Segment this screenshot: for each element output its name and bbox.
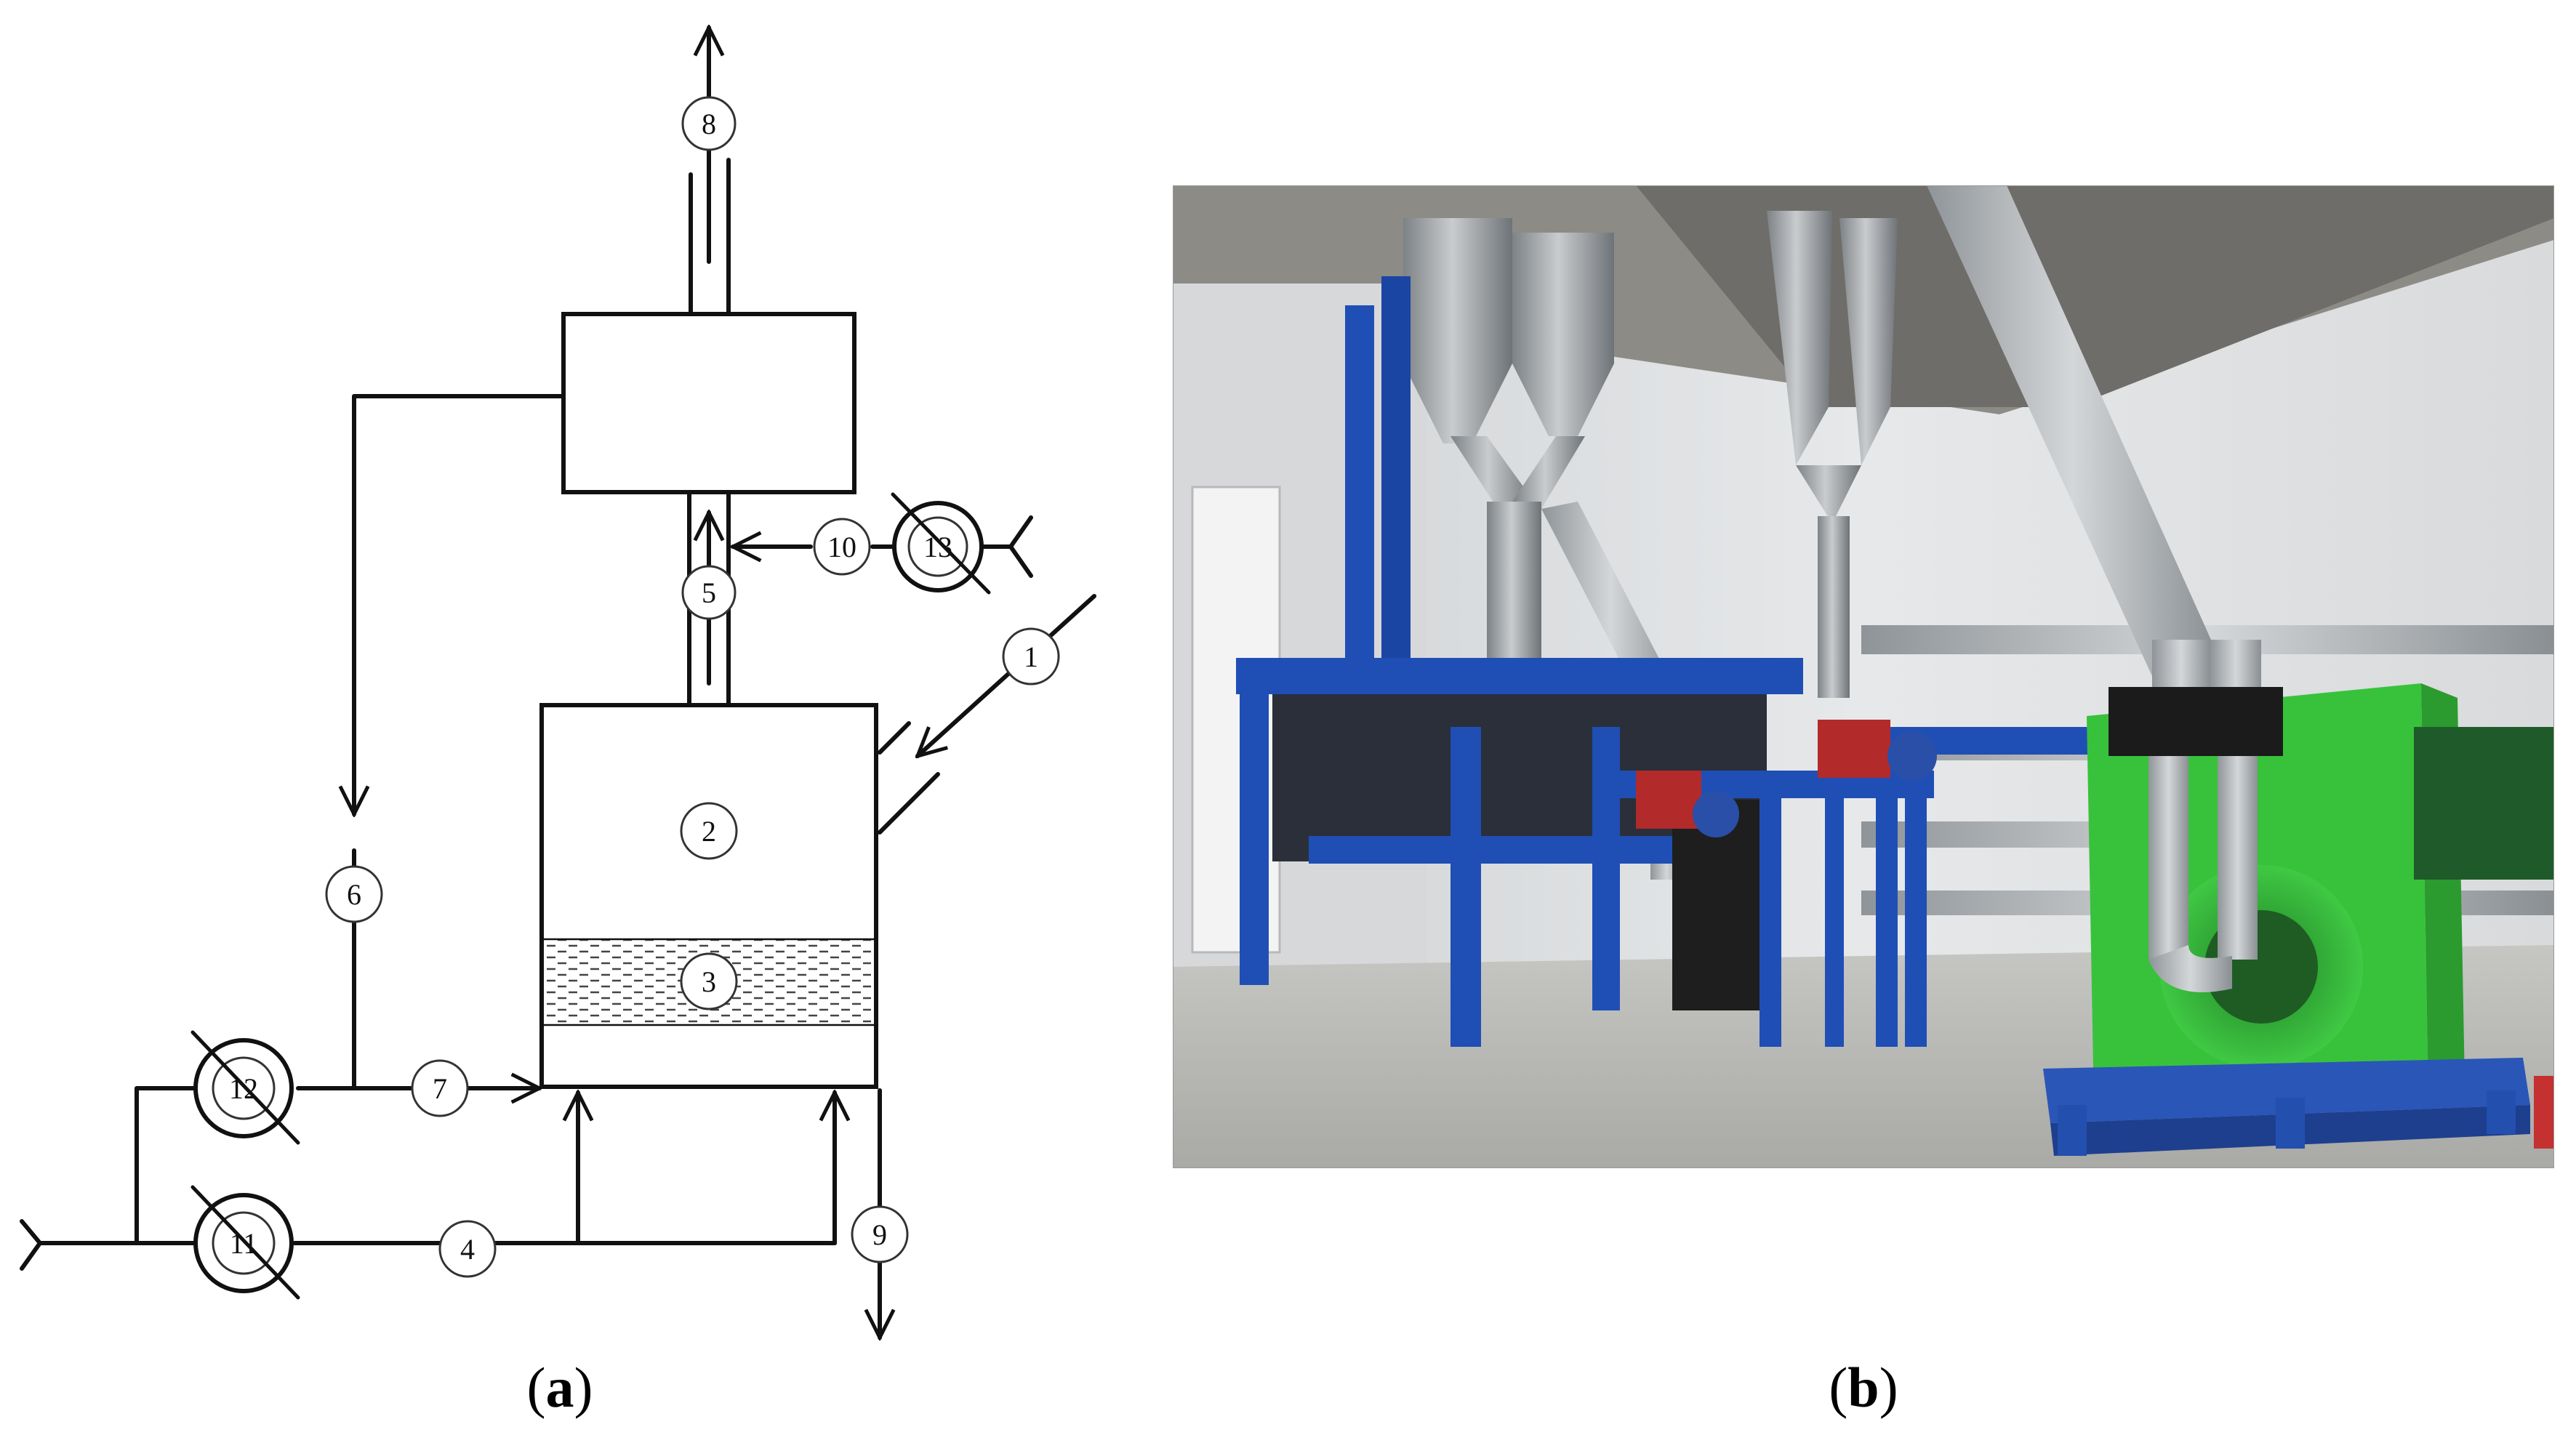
svg-text:2: 2 [702, 815, 716, 848]
label-12: 12 [229, 1072, 258, 1105]
svg-text:8: 8 [702, 108, 716, 140]
label-10: 10 [813, 518, 871, 576]
label-9: 9 [851, 1205, 909, 1263]
svg-text:7: 7 [433, 1072, 447, 1105]
blower-12-icon [190, 1030, 300, 1145]
cyclone-icon [1403, 218, 1614, 698]
equipment-photo [1173, 185, 2554, 1168]
label-6: 6 [325, 865, 383, 923]
pallet-icon [2043, 1058, 2530, 1156]
label-7: 7 [411, 1059, 469, 1117]
svg-text:11: 11 [230, 1227, 258, 1260]
svg-text:12: 12 [229, 1072, 258, 1105]
svg-text:13: 13 [923, 531, 952, 563]
svg-text:3: 3 [702, 965, 716, 998]
svg-text:6: 6 [347, 878, 361, 911]
label-11: 11 [230, 1227, 258, 1260]
caption-b: (b) [1829, 1356, 1898, 1419]
svg-text:10: 10 [827, 531, 856, 563]
cyclone-right-icon [1767, 211, 1898, 698]
green-fan-icon [2087, 683, 2554, 1105]
label-3: 3 [680, 952, 738, 1010]
caption-a: (a) [527, 1356, 593, 1419]
svg-text:1: 1 [1024, 640, 1038, 673]
label-13: 13 [923, 531, 952, 563]
blower-13-icon [891, 492, 991, 595]
svg-text:9: 9 [872, 1218, 887, 1251]
reactor-vessel [539, 703, 878, 1089]
label-2: 2 [680, 802, 738, 860]
schematic-diagram: 8 5 10 1 2 3 6 7 12 11 13 4 9 (a) [20, 28, 1096, 1419]
label-5: 5 [681, 565, 737, 620]
label-1: 1 [1002, 627, 1060, 686]
label-4: 4 [438, 1220, 497, 1278]
svg-text:4: 4 [460, 1233, 475, 1266]
separator-box [561, 312, 856, 494]
svg-text:5: 5 [702, 576, 716, 609]
label-8: 8 [681, 96, 737, 151]
gear-motor-icon [1636, 720, 1937, 837]
blower-11-icon [190, 1185, 300, 1300]
